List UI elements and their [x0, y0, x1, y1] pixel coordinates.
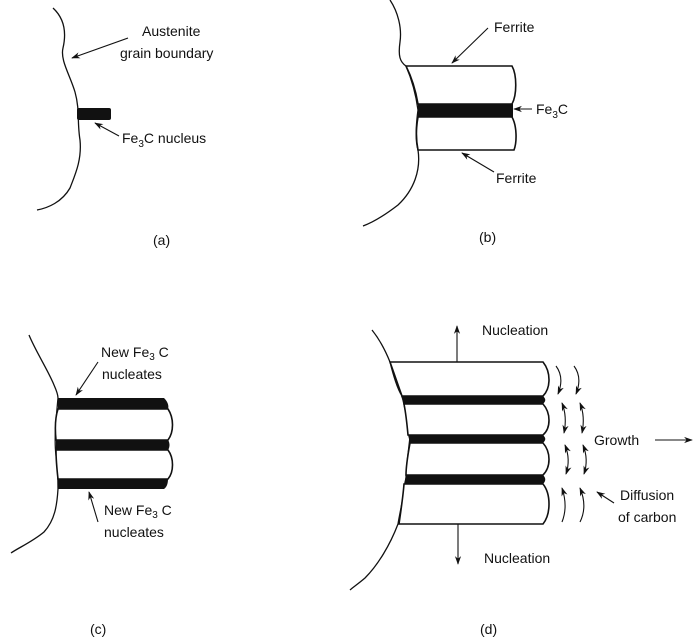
austenite-grain-boundary [10, 334, 59, 554]
ferrite-lamella-1 [388, 361, 550, 397]
ferrite-lamella-2 [403, 403, 550, 436]
diffusion-label-arrow [596, 491, 615, 504]
ferrite-bottom-arrow [461, 152, 495, 173]
panel-d: Nucleation Growth Diffusion of carbon Nu… [349, 322, 693, 637]
nucleus-arrow [94, 122, 120, 137]
caption-b: (b) [479, 229, 496, 245]
ferrite-lamella-bottom [415, 116, 517, 151]
label-nucleates-top: nucleates [102, 366, 162, 382]
austenite-grain-boundary [36, 7, 81, 211]
diffusion-arrow [555, 365, 564, 395]
label-austenite: Austenite [142, 23, 201, 39]
fe3c-lamella-middle [56, 440, 170, 450]
diffusion-arrow [579, 402, 587, 434]
fe3c-lamella-3 [404, 475, 546, 484]
label-nucleates-bottom: nucleates [104, 524, 164, 540]
diffusion-arrow [579, 487, 586, 523]
fe3c-lamella [418, 104, 513, 117]
label-nucleation-top: Nucleation [482, 322, 548, 338]
new-fe3c-top-arrow [75, 361, 99, 396]
fe3c-lamella-new-bottom [58, 479, 168, 489]
diffusion-arrow [561, 487, 568, 523]
panel-c: New Fe3 C nucleates New Fe3 C nucleates … [10, 334, 174, 637]
label-grain-boundary: grain boundary [120, 45, 213, 61]
fe3c-nucleus [77, 108, 111, 120]
boundary-arrow [71, 37, 129, 59]
new-fe3c-bottom-arrow [88, 491, 99, 523]
label-new-fe3c-bottom: New Fe3 C [104, 502, 172, 521]
panel-b: Ferrite Fe3C Ferrite (b) [362, 0, 568, 245]
label-diffusion: Diffusion [620, 487, 674, 503]
label-ferrite-bottom: Ferrite [496, 170, 537, 186]
austenite-grain-boundary [362, 0, 420, 227]
ferrite-lamella-4 [398, 483, 550, 525]
ferrite-lamella-lower [55, 449, 174, 480]
fe3c-lamella-1 [401, 396, 546, 404]
label-fe3c: Fe3C [536, 101, 568, 121]
diffusion-arrow [582, 444, 590, 475]
label-nucleation-bottom: Nucleation [484, 550, 550, 566]
panel-a: Austenite grain boundary Fe3C nucleus (a… [36, 7, 213, 248]
ferrite-lamella-top [404, 65, 517, 105]
diffusion-arrow [564, 444, 572, 475]
fe3c-lamella-new-top [58, 398, 169, 409]
caption-a: (a) [153, 232, 170, 248]
label-growth: Growth [594, 432, 639, 448]
carbon-diffusion-arrows [555, 365, 590, 523]
label-fe3c-nucleus: Fe3C nucleus [122, 130, 206, 150]
ferrite-top-arrow [451, 27, 489, 64]
ferrite-lamella-3 [405, 442, 550, 476]
caption-c: (c) [90, 621, 106, 637]
label-new-fe3c-top: New Fe3 C [101, 344, 169, 363]
diffusion-arrow [573, 365, 582, 395]
diffusion-arrow [561, 402, 569, 434]
caption-d: (d) [480, 621, 497, 637]
label-ferrite-top: Ferrite [494, 19, 535, 35]
label-of-carbon: of carbon [618, 509, 676, 525]
fe3c-lamella-2 [408, 435, 546, 443]
ferrite-lamella-upper [54, 408, 174, 441]
